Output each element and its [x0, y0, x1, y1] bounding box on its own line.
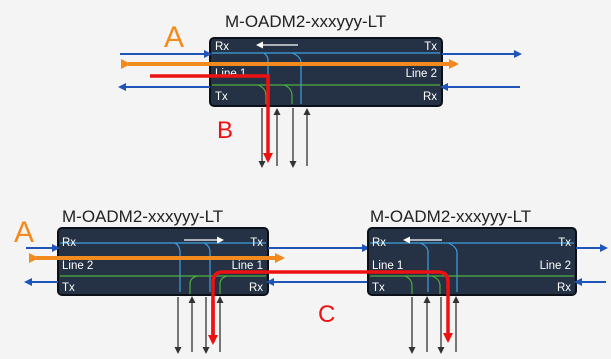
br-right-mid: Line 2: [540, 260, 571, 272]
br-left-rx: Rx: [372, 237, 386, 249]
bl-left-rx: Rx: [62, 237, 76, 249]
module-top-title: M-OADM2-xxxyyy-LT: [225, 12, 386, 31]
top-left-rx: Rx: [215, 41, 229, 53]
top-inner-green-add-1: [257, 84, 267, 104]
module-bottom-left: M-OADM2-xxxyyy-LT Rx Line 2 Tx Tx Line 1…: [24, 207, 269, 354]
top-left-mid: Line 1: [215, 68, 246, 80]
br-right-rx: Rx: [557, 282, 571, 294]
bl-inner-blue-drop-2: [203, 242, 211, 292]
module-top: M-OADM2-xxxyyy-LT Rx Line 1 Tx Tx Line 2…: [118, 12, 522, 168]
bl-right-rx: Rx: [249, 282, 263, 294]
top-red-drop-path: [150, 74, 273, 163]
br-inner-blue-drop-2: [447, 242, 458, 292]
br-inner-blue-drop-1: [419, 242, 429, 292]
marker-bottom-a: A: [14, 216, 34, 249]
bl-right-tx: Tx: [250, 237, 263, 249]
marker-top-b: B: [217, 117, 233, 144]
module-br-box: [367, 227, 577, 296]
bl-left-tx: Tx: [62, 282, 75, 294]
marker-bottom-c: C: [318, 301, 335, 328]
top-inner-green-add-2: [283, 84, 293, 104]
br-right-tx: Tx: [558, 237, 571, 249]
module-bottom-right: M-OADM2-xxxyyy-LT Rx Line 1 Tx Tx Line 2…: [367, 207, 608, 354]
module-br-title: M-OADM2-xxxyyy-LT: [370, 207, 531, 226]
top-right-rx: Rx: [423, 91, 437, 103]
br-left-mid: Line 1: [372, 260, 403, 272]
br-left-tx: Tx: [372, 282, 385, 294]
top-right-tx: Tx: [424, 41, 437, 53]
bl-right-mid: Line 1: [232, 260, 263, 272]
bottom-red-path-c: [211, 270, 453, 343]
top-right-mid: Line 2: [406, 68, 437, 80]
br-inner-green-add-2: [431, 275, 441, 294]
top-left-tx: Tx: [215, 91, 228, 103]
bl-inner-green-add-2: [219, 275, 228, 294]
module-bl-title: M-OADM2-xxxyyy-LT: [62, 207, 223, 226]
bl-inner-green-add-1: [189, 275, 198, 294]
br-inner-green-add-1: [404, 275, 413, 294]
marker-top-a: A: [164, 21, 184, 54]
bl-inner-blue-drop-1: [174, 242, 181, 292]
bl-left-mid: Line 2: [62, 260, 93, 272]
